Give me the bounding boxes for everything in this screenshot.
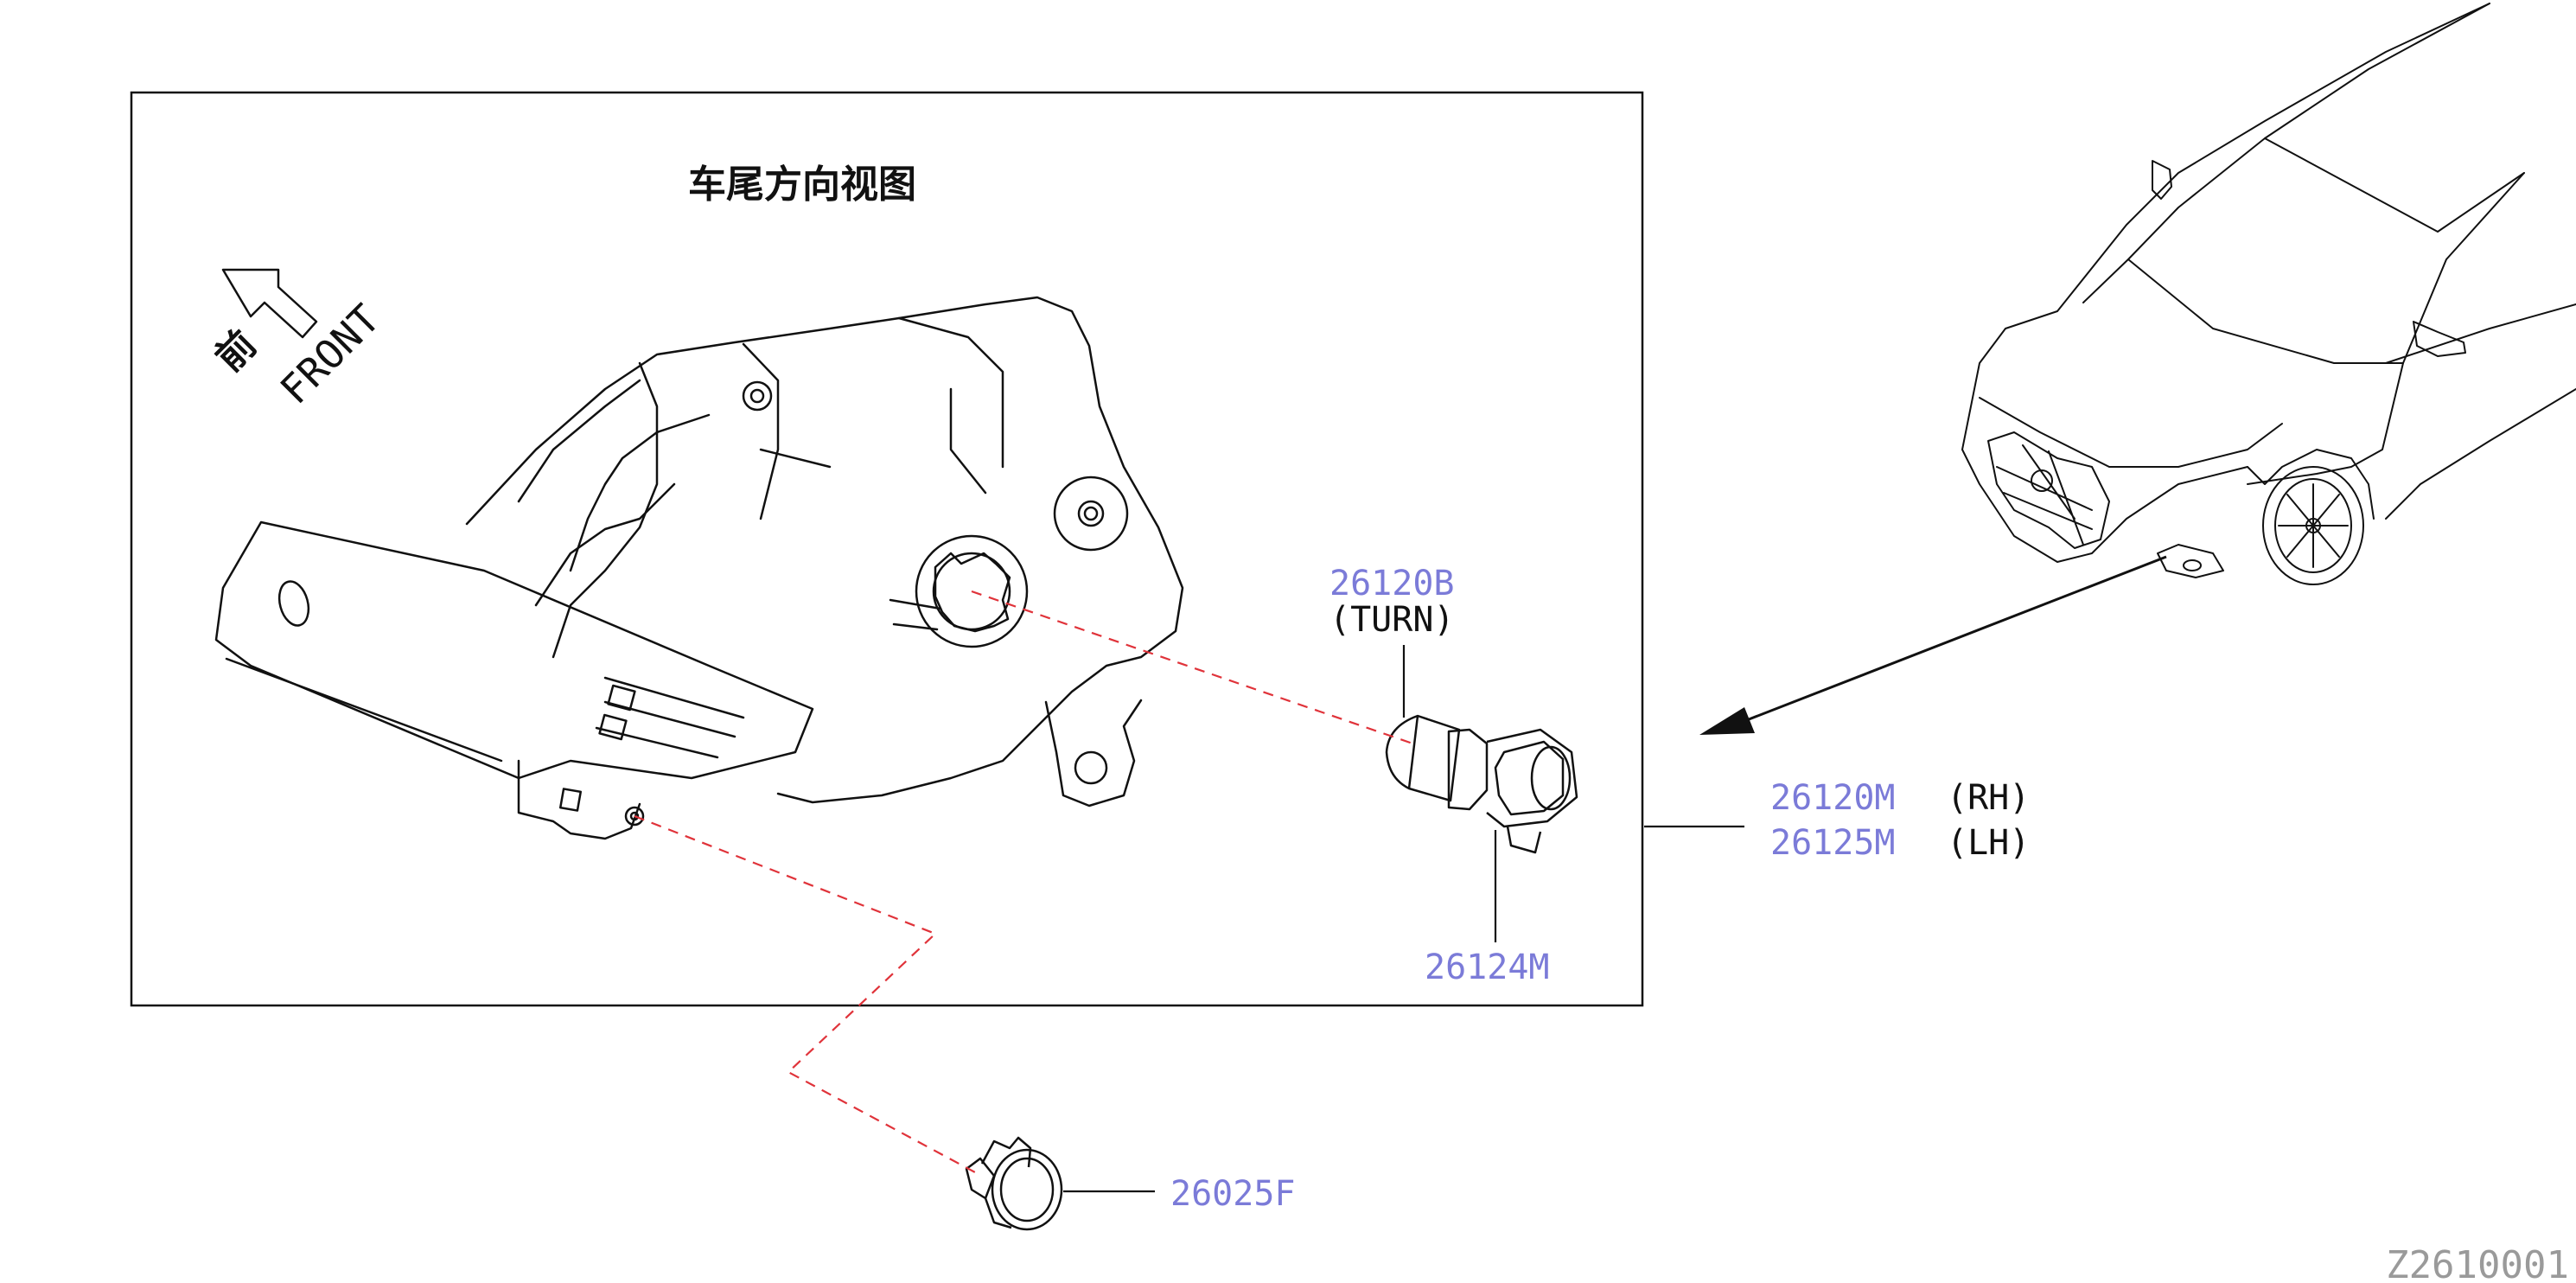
diagram-id: Z2610001 [2386,1243,2569,1283]
front-arrow-icon [221,268,318,339]
vehicle-icon [1961,3,2576,585]
lamp-rh-side: (RH) [1947,778,2030,818]
clip-icon [965,1136,1063,1231]
bulb-description: (TURN) [1329,600,1455,640]
part-number-socket: 26124M [1425,948,1550,987]
view-title: 车尾方向视图 [688,163,916,207]
assembly-leaders [634,590,1419,1173]
front-label-cn: 前 [207,322,265,380]
bulb-icon [1385,714,1461,802]
part-number-lamp-rh: 26120M [1770,778,1896,818]
part-number-lamp-lh: 26125M [1770,823,1896,863]
view-arrow-icon [1699,555,2167,735]
lamp-lh-side: (LH) [1947,823,2030,863]
detail-frame [130,91,1644,1007]
part-leaders [1063,645,1744,1193]
socket-icon [1447,728,1578,854]
part-number-clip: 26025F [1170,1174,1296,1214]
lamp-housing [214,296,1184,840]
part-number-bulb: 26120B [1329,564,1455,603]
front-label-en: FRONT [271,296,389,413]
